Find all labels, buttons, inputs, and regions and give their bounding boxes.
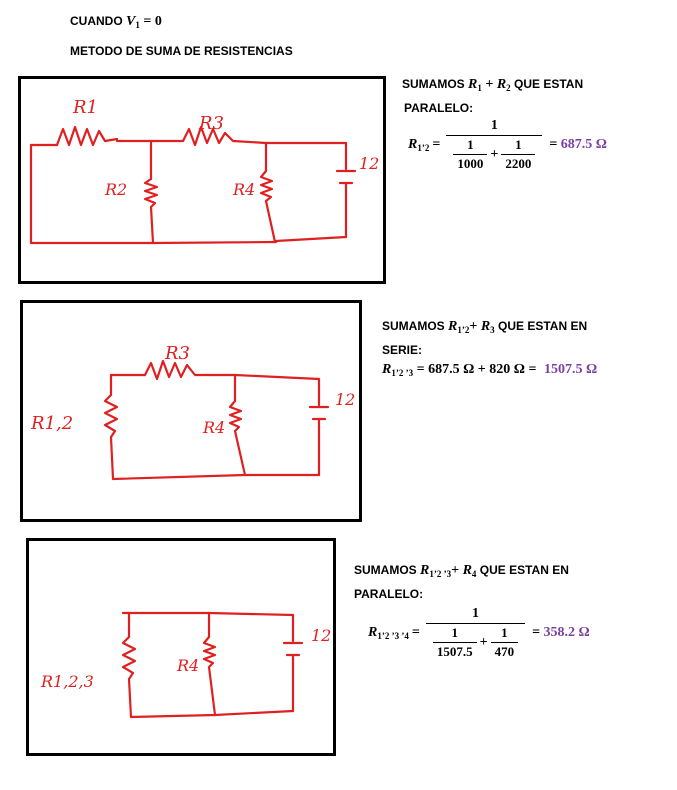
label-r1: R1 — [72, 97, 98, 118]
method-heading: METODO DE SUMA DE RESISTENCIAS — [70, 44, 293, 58]
step3-description: SUMAMOS R1’2 ’3+ R4 QUE ESTAN EN PARALEL… — [354, 563, 569, 601]
battery-source — [282, 641, 304, 713]
step2-description: SUMAMOS R1’2+ R3 QUE ESTAN EN SERIE: — [382, 319, 588, 357]
resistor-r1 — [55, 125, 119, 147]
label-source: 12 — [311, 626, 331, 645]
circuit-diagram-2: R3 R1,2 R4 12 — [30, 343, 355, 481]
step2-equation: R1’2 ’3 = 687.5 Ω + 820 Ω = 1507.5 Ω — [382, 362, 598, 378]
battery-source — [308, 405, 330, 477]
resistor-r123 — [121, 611, 295, 719]
title-text: CUANDO — [70, 14, 126, 28]
label-r3: R3 — [198, 113, 224, 134]
title-equals-zero: = 0 — [139, 14, 162, 29]
label-r4: R4 — [232, 180, 255, 199]
step1-description: SUMAMOS R1 + R2 QUE ESTAN PARALELO: — [402, 77, 584, 115]
step2-result: 1507.5 Ω — [543, 362, 598, 377]
step3-result: = 358.2 Ω — [532, 625, 590, 640]
page-title: CUANDO V1 = 0 — [70, 14, 162, 30]
step2-eq-label: R1’2 ’3 — [382, 362, 414, 378]
circuit-box-2: R3 R1,2 R4 12 — [20, 300, 362, 522]
label-source: 12 — [359, 154, 379, 173]
title-variable: V1 — [126, 14, 140, 30]
label-r3: R3 — [164, 343, 190, 364]
label-r2: R2 — [104, 180, 127, 199]
label-source: 12 — [335, 390, 355, 409]
circuit-diagram-1: R1 R3 R2 R4 12 — [29, 97, 379, 245]
resistor-r12 — [103, 373, 321, 481]
step1-result: = 687.5 Ω — [549, 137, 608, 152]
resistor-r4 — [202, 635, 217, 717]
resistor-r4 — [228, 399, 247, 477]
resistor-r2 — [143, 177, 159, 245]
wire-left — [29, 143, 278, 245]
resistor-r3 — [143, 359, 321, 381]
battery-source — [274, 169, 357, 243]
label-r12: R1,2 — [30, 413, 73, 434]
label-r123: R1,2,3 — [40, 672, 94, 691]
resistor-r4 — [259, 169, 277, 244]
label-r4: R4 — [202, 418, 225, 437]
circuit-box-3: R1,2,3 R4 12 — [26, 538, 336, 756]
circuit-box-1: R1 R3 R2 R4 12 — [18, 76, 386, 284]
circuit-diagram-3: R1,2,3 R4 12 — [40, 611, 331, 719]
label-r4: R4 — [176, 656, 199, 675]
resistor-r3 — [181, 125, 348, 147]
step1-eq-label: R1’2 — [408, 137, 430, 153]
step3-eq-label: R1’2 ’3 ’4 — [368, 625, 409, 641]
